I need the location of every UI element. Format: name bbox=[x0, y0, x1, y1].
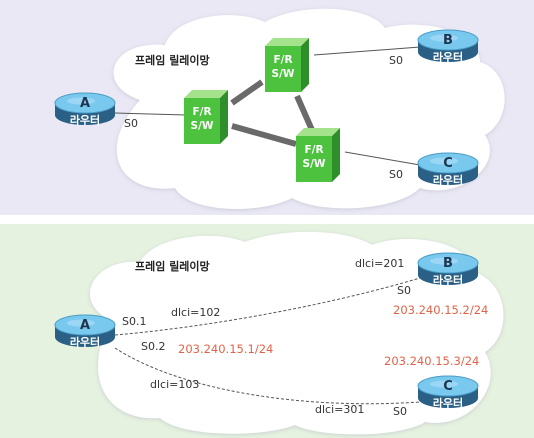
top-router-a: A 라우터 bbox=[54, 92, 116, 127]
bottom-cloud bbox=[89, 231, 504, 435]
top-switch-3: F/R S/W bbox=[296, 128, 340, 182]
top-router-b: B 라우터 bbox=[417, 29, 479, 64]
label-a-subif-1: S0.1 bbox=[122, 315, 146, 328]
switch-line2: S/W bbox=[303, 158, 326, 170]
label-b-port: S0 bbox=[397, 284, 411, 297]
router-name: 라우터 bbox=[433, 173, 463, 187]
bottom-router-a: A 라우터 bbox=[54, 314, 116, 349]
top-port-c: S0 bbox=[389, 168, 403, 181]
label-dlci-a-c: dlci=103 bbox=[150, 378, 199, 391]
top-network-label: 프레임 릴레이망 bbox=[135, 53, 210, 67]
bottom-router-c: C 라우터 bbox=[417, 375, 479, 410]
trunk-switch1-switch3 bbox=[231, 123, 297, 147]
router-letter: C bbox=[443, 379, 453, 394]
top-port-b: S0 bbox=[389, 54, 403, 67]
top-router-c: C 라우터 bbox=[417, 152, 479, 187]
trunk-switch2-switch3 bbox=[294, 94, 315, 132]
ip-router-c: 203.240.15.3/24 bbox=[384, 354, 479, 368]
router-letter: A bbox=[80, 96, 90, 111]
link-switch2-b bbox=[313, 46, 421, 56]
bottom-panel: 프레임 릴레이망 A 라우터 B 라우터 C 라우터 S0.1 S0.2 dlc… bbox=[0, 224, 534, 438]
pvc-a-b bbox=[114, 277, 421, 336]
top-switch-2: F/R S/W bbox=[184, 90, 228, 144]
router-name: 라우터 bbox=[433, 396, 463, 410]
router-letter: C bbox=[443, 156, 453, 171]
top-panel: 프레임 릴레이망 F/R S/W F/R S/W F/R S/W A 라우터 B… bbox=[0, 0, 534, 215]
bottom-router-b: B 라우터 bbox=[417, 252, 479, 287]
router-name: 라우터 bbox=[433, 50, 463, 64]
trunk-switch1-switch2 bbox=[230, 79, 264, 106]
top-switch-1: F/R S/W bbox=[265, 38, 309, 92]
switch-line2: S/W bbox=[272, 68, 295, 80]
label-a-subif-2: S0.2 bbox=[141, 340, 165, 353]
top-cloud bbox=[113, 8, 505, 209]
label-dlci-a-b: dlci=102 bbox=[171, 306, 220, 319]
link-switch3-c bbox=[344, 151, 421, 166]
bottom-network-label: 프레임 릴레이망 bbox=[135, 259, 210, 273]
router-name: 라우터 bbox=[433, 273, 463, 287]
router-letter: B bbox=[443, 33, 453, 48]
label-dlci-c: dlci=301 bbox=[315, 403, 364, 416]
router-letter: A bbox=[80, 318, 90, 333]
router-letter: B bbox=[443, 256, 453, 271]
ip-router-b: 203.240.15.2/24 bbox=[393, 303, 488, 317]
switch-line2: S/W bbox=[191, 120, 214, 132]
router-name: 라우터 bbox=[70, 113, 100, 127]
link-a-switch1 bbox=[114, 112, 187, 116]
top-port-a: S0 bbox=[124, 117, 138, 130]
switch-line1: F/R bbox=[273, 54, 292, 66]
label-c-port: S0 bbox=[393, 405, 407, 418]
ip-router-a: 203.240.15.1/24 bbox=[178, 342, 273, 356]
switch-line1: F/R bbox=[304, 144, 323, 156]
router-name: 라우터 bbox=[70, 335, 100, 349]
label-dlci-b: dlci=201 bbox=[355, 257, 404, 270]
switch-line1: F/R bbox=[192, 106, 211, 118]
pvc-a-c bbox=[114, 347, 421, 405]
